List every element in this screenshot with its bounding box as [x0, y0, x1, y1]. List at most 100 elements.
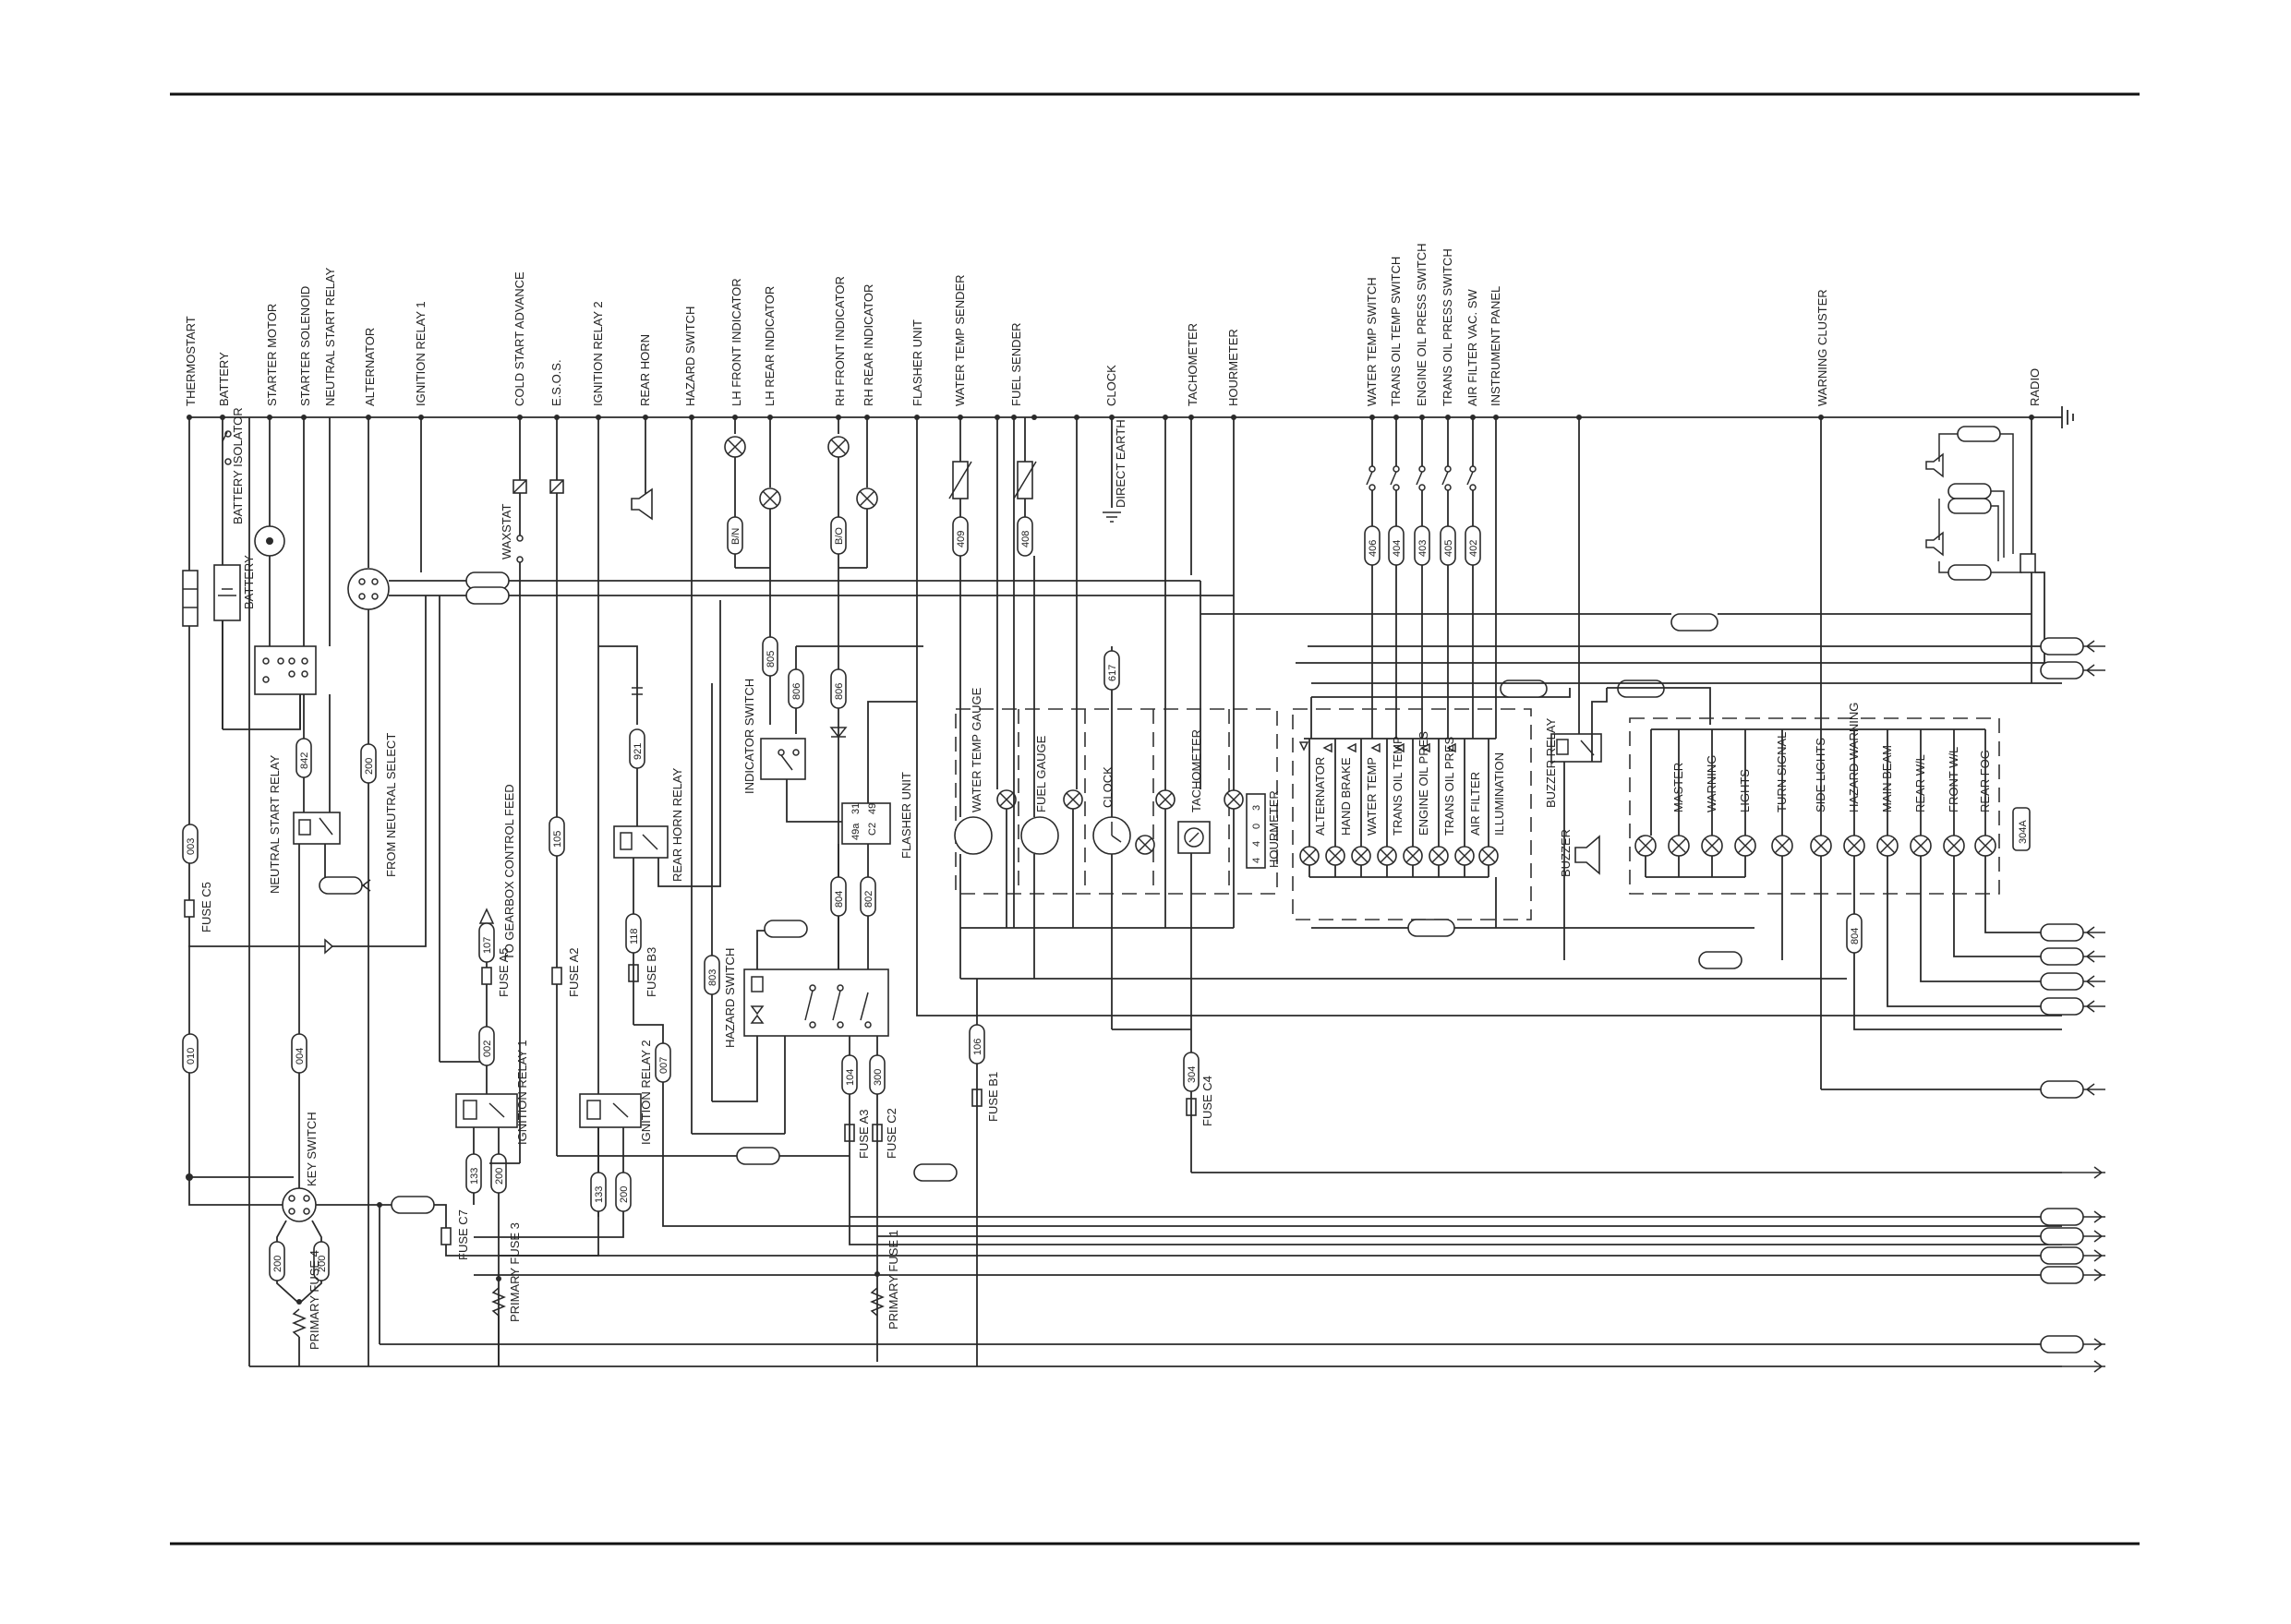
wire-number-tag	[590, 1172, 607, 1212]
top-label: E.S.O.S.	[549, 359, 563, 406]
wire-number: 304A	[2018, 820, 2029, 844]
panel-lamp-label: ENGINE OIL PRES	[1417, 731, 1430, 836]
primary-fuse-3-label: PRIMARY FUSE 3	[508, 1222, 522, 1322]
tachometer-label: TACHOMETER	[1189, 729, 1203, 812]
fuse-b3	[632, 687, 643, 695]
clock-label: CLOCK	[1101, 766, 1115, 808]
warning-switches	[1371, 417, 1474, 466]
top-label: WATER TEMP SWITCH	[1365, 277, 1379, 406]
primary-fuse-3	[491, 1287, 506, 1317]
wire-number: 405	[1443, 540, 1454, 557]
wire-number-tag	[549, 816, 565, 857]
instrument-panel-frame	[1292, 708, 1532, 920]
wire-number: 406	[1368, 540, 1379, 557]
wire-number: 304	[1187, 1066, 1198, 1083]
wire-number-tag	[291, 1033, 307, 1074]
primary-fuse-1-label: PRIMARY FUSE 1	[886, 1230, 900, 1329]
flasher-terminal: C2	[867, 823, 878, 836]
top-label: TACHOMETER	[1186, 323, 1200, 406]
hourmeter-digit: 4	[1251, 841, 1262, 847]
wire-number: 803	[707, 969, 718, 986]
fuse-b3-label: FUSE B3	[645, 947, 658, 997]
panel-lamp-row: ALTERNATOR HAND BRAKE WATER TEMP TRANS O…	[1299, 731, 1506, 878]
fuse-c5	[184, 899, 195, 918]
wire-number: 805	[766, 651, 777, 668]
wire-number: 617	[1107, 665, 1118, 681]
neutral-start-relay-label: NEUTRAL START RELAY	[268, 754, 282, 894]
fuse-a2	[551, 967, 562, 985]
ignition-relay-2	[579, 1093, 642, 1128]
indicator-switch-label: INDICATOR SWITCH	[742, 679, 756, 794]
starter-solenoid	[254, 645, 317, 695]
hourmeter-digit: 4	[1251, 858, 1262, 863]
wire-number: 118	[629, 928, 640, 944]
wire-number: 806	[791, 683, 802, 700]
fuse-b1-label: FUSE B1	[986, 1072, 1000, 1122]
wire-number-tag	[704, 955, 720, 995]
wire-number: 010	[186, 1048, 197, 1065]
wire-number: 806	[834, 683, 845, 700]
flasher-unit-label: FLASHER UNIT	[899, 772, 913, 859]
top-label: IGNITION RELAY 2	[591, 301, 605, 406]
top-label: AIR FILTER VAC. SW	[1465, 289, 1479, 406]
direct-earth-label: DIRECT EARTH	[1114, 419, 1127, 508]
top-label: NEUTRAL START RELAY	[323, 267, 337, 406]
wire-number-tag	[1017, 516, 1033, 557]
rear-horn-relay	[613, 825, 669, 859]
battery-isolator-switch	[222, 430, 232, 465]
buzzer-relay-label: BUZZER RELAY	[1544, 717, 1558, 808]
flasher-terminal: 31	[850, 803, 862, 814]
top-label: RH FRONT INDICATOR	[833, 276, 847, 406]
wire-number: 804	[1850, 928, 1861, 944]
wire-number: 804	[834, 891, 845, 908]
wire-number: 200	[364, 758, 375, 775]
wire-number: 104	[845, 1069, 856, 1086]
top-label: WARNING CLUSTER	[1815, 289, 1829, 406]
top-label: STARTER SOLENOID	[298, 286, 312, 406]
fuse-c7-label: FUSE C7	[456, 1209, 470, 1260]
top-label: CLOCK	[1104, 365, 1118, 406]
fuse-c5-label: FUSE C5	[199, 882, 213, 932]
water-temp-gauge	[954, 816, 993, 855]
panel-lamp-label: HAND BRAKE	[1339, 757, 1353, 836]
warning-cluster-frame	[1629, 717, 2000, 895]
top-label: ALTERNATOR	[363, 328, 377, 406]
top-label: HOURMETER	[1226, 329, 1240, 406]
wire-number: 200	[619, 1186, 630, 1203]
wire-number-tag	[1465, 525, 1481, 566]
wire-number-tag	[762, 636, 778, 677]
top-label: THERMOSTART	[184, 316, 198, 406]
wire-number: 133	[594, 1186, 605, 1203]
fuse-c4-label: FUSE C4	[1200, 1076, 1214, 1126]
top-label: LH REAR INDICATOR	[763, 286, 777, 406]
primary-fuse-4-label: PRIMARY FUSE 4	[307, 1250, 321, 1350]
hourmeter-label: HOURMETER	[1267, 790, 1281, 868]
primary-fuse-4	[292, 1308, 307, 1338]
wire-number-tag	[182, 824, 199, 864]
fuse-a5-label: FUSE A5	[497, 948, 511, 997]
wire-number: 409	[956, 531, 967, 547]
wire-number: B/N	[730, 528, 742, 545]
right-connectors	[2040, 637, 2105, 1373]
wire-number-tag	[1414, 525, 1430, 566]
wire-number: 404	[1392, 540, 1403, 557]
rear-horn-relay-label: REAR HORN RELAY	[670, 767, 684, 882]
thermostart-element	[182, 570, 199, 627]
wire-number: 403	[1417, 540, 1429, 557]
buzzer-relay	[1550, 733, 1602, 763]
key-switch-label: KEY SWITCH	[305, 1112, 319, 1186]
fuse-a2-label: FUSE A2	[567, 948, 581, 997]
buzzer-symbol	[1574, 835, 1600, 875]
ignition-relay-2-label: IGNITION RELAY 2	[639, 1040, 653, 1145]
to-gearbox-label: TO GEARBOX CONTROL FEED	[502, 784, 516, 960]
radio-speakers	[1925, 426, 2036, 581]
wire-number-tag	[478, 922, 495, 963]
panel-lamp-label: AIR FILTER	[1468, 772, 1482, 836]
wire-number: 002	[482, 1041, 493, 1057]
top-label: INSTRUMENT PANEL	[1489, 286, 1502, 406]
wire-number: 004	[295, 1048, 306, 1065]
wire-number-tag	[1364, 525, 1381, 566]
wire-number-tag	[295, 738, 312, 778]
top-label: TRANS OIL PRESS SWITCH	[1441, 248, 1454, 406]
top-label: HAZARD SWITCH	[683, 307, 697, 406]
